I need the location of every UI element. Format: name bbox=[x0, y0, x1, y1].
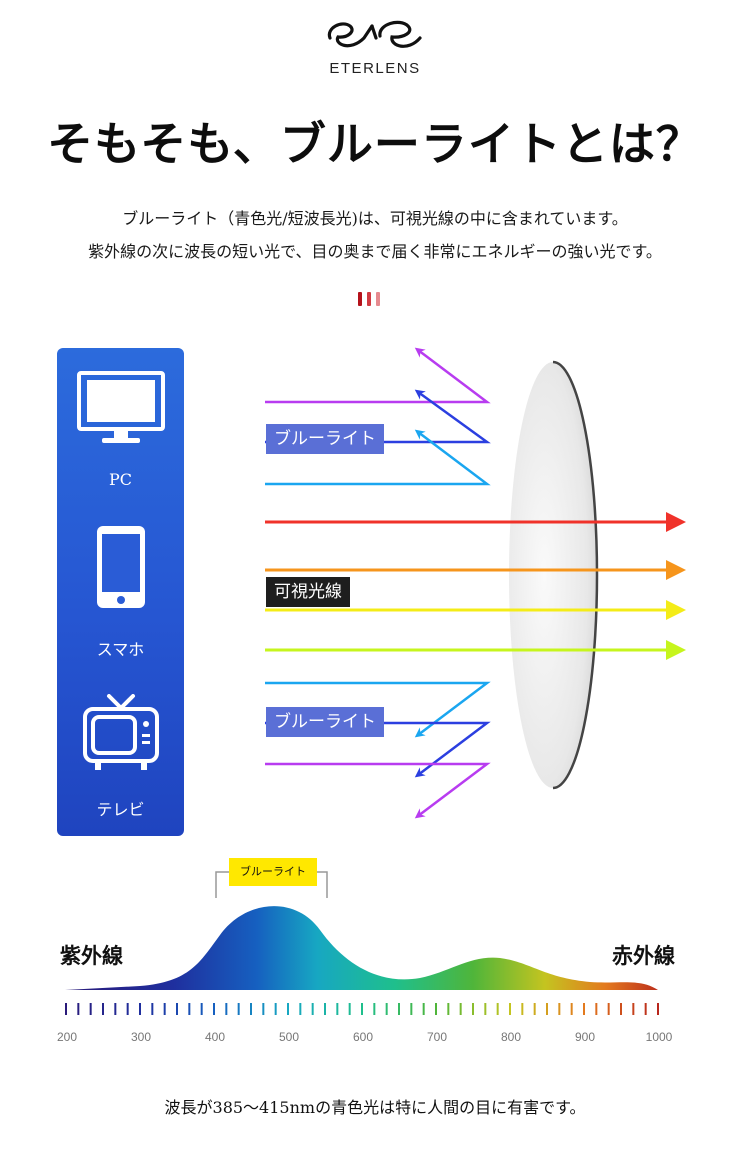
brand-name: ETERLENS bbox=[329, 60, 421, 77]
uv-label: 紫外線 bbox=[60, 943, 123, 968]
device-tv: テレビ bbox=[57, 694, 184, 820]
glasses-logo-icon bbox=[327, 20, 422, 48]
lens-edge bbox=[552, 360, 599, 790]
arrowhead-yellow bbox=[666, 600, 686, 620]
divider-dot bbox=[367, 292, 371, 306]
device-pc: PC bbox=[57, 370, 184, 489]
device-panel: PC スマホ テレビ bbox=[57, 348, 184, 836]
arrowhead-lime bbox=[666, 640, 686, 660]
tick-label: 400 bbox=[204, 1030, 226, 1044]
tag-blue-light-top: ブルーライト bbox=[266, 424, 384, 454]
page-title: そもそも、ブルーライトとは？ bbox=[47, 117, 703, 171]
ray-violet-top bbox=[265, 347, 491, 404]
brand-logo: ETERLENS bbox=[0, 8, 750, 77]
divider-dot bbox=[376, 292, 380, 306]
tick-label: 800 bbox=[500, 1030, 522, 1044]
arrowhead-red bbox=[666, 512, 686, 532]
ir-label: 赤外線 bbox=[612, 943, 675, 968]
tag-visible-light: 可視光線 bbox=[266, 577, 350, 607]
device-smartphone: スマホ bbox=[57, 524, 184, 660]
tick-label: 200 bbox=[56, 1030, 78, 1044]
ray-violet-bottom bbox=[265, 762, 491, 819]
smartphone-icon bbox=[96, 526, 145, 608]
spectrum-ticks bbox=[65, 1003, 659, 1015]
device-label: スマホ bbox=[96, 640, 145, 659]
blue-light-bracket bbox=[215, 871, 229, 898]
intro-text: ブルーライト（青色光/短波長光)は、可視光線の中に含まれています。 紫外線の次に… bbox=[0, 202, 750, 268]
device-label: テレビ bbox=[96, 800, 145, 819]
tick-label: 1000 bbox=[645, 1030, 673, 1044]
intro-line-2: 紫外線の次に波長の短い光で、目の奥まで届く非常にエネルギーの強い光です。 bbox=[88, 242, 662, 261]
tick-label: 300 bbox=[130, 1030, 152, 1044]
spectrum-curve bbox=[65, 906, 658, 990]
tick-label: 700 bbox=[426, 1030, 448, 1044]
wavelength-spectrum bbox=[65, 871, 659, 1015]
ray-sky-bottom bbox=[265, 681, 491, 738]
tick-label: 900 bbox=[574, 1030, 596, 1044]
tick-label: 600 bbox=[352, 1030, 374, 1044]
tick-label: 500 bbox=[278, 1030, 300, 1044]
tv-icon bbox=[82, 694, 159, 770]
monitor-icon bbox=[76, 371, 165, 443]
device-label: PC bbox=[108, 470, 132, 489]
divider-dot bbox=[358, 292, 362, 306]
light-ray-diagram bbox=[265, 347, 686, 819]
blue-light-badge: ブルーライト bbox=[229, 858, 317, 886]
arrowhead-orange bbox=[666, 560, 686, 580]
lens bbox=[509, 362, 597, 788]
blue-light-bracket bbox=[317, 871, 328, 898]
intro-line-1: ブルーライト（青色光/短波長光)は、可視光線の中に含まれています。 bbox=[122, 209, 628, 228]
tag-blue-light-bottom: ブルーライト bbox=[266, 707, 384, 737]
footer-note: 波長が385～415nmの青色光は特に人間の目に有害です。 bbox=[164, 1098, 586, 1117]
ray-sky-top bbox=[265, 429, 491, 486]
divider-dots bbox=[358, 292, 380, 306]
